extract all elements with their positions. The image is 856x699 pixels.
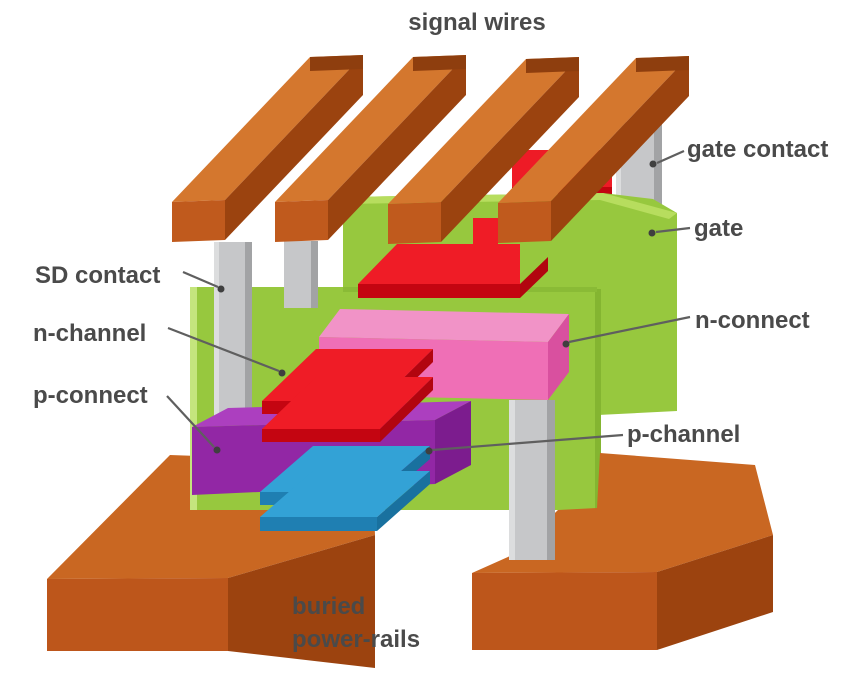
gate-contact-pillar-shade bbox=[654, 122, 662, 215]
label-gate-contact: gate contact bbox=[687, 136, 828, 163]
pillar-left-highlight bbox=[214, 242, 219, 425]
bar3-side-face bbox=[441, 57, 579, 242]
bar2-side-face bbox=[328, 55, 466, 240]
label-buried-line2: power-rails bbox=[292, 626, 420, 653]
gate-leader-line bbox=[655, 226, 691, 234]
p-connect-leader-dot bbox=[213, 446, 221, 454]
bar1-end-face bbox=[310, 55, 363, 71]
bar4-top-face bbox=[498, 56, 689, 203]
labels: signal wires gate contact gate SD contac… bbox=[33, 9, 828, 653]
bar3-top-face bbox=[388, 57, 579, 204]
n-channel-leader-line bbox=[167, 326, 280, 373]
bar1-front-face bbox=[172, 200, 225, 242]
top-red-side-edge bbox=[520, 257, 548, 298]
rail-right-side-face bbox=[657, 535, 773, 650]
label-gate: gate bbox=[694, 215, 743, 242]
n-channel-sheets bbox=[262, 349, 433, 442]
sd-contact-pillar-center bbox=[509, 400, 555, 560]
label-signal-wires: signal wires bbox=[408, 9, 545, 36]
sd-contact-leader-dot bbox=[217, 285, 225, 293]
n-channel-top-sheet bbox=[358, 218, 548, 298]
bar1-top-face bbox=[172, 55, 363, 202]
gate-contact-leader-dot bbox=[649, 160, 657, 168]
top-red-between-bars bbox=[473, 218, 498, 246]
p-channel-leader-dot bbox=[425, 447, 433, 455]
signal-wire-bar-2 bbox=[275, 55, 466, 242]
sd-contact-leader-line bbox=[182, 270, 219, 289]
bar1-side-face bbox=[225, 55, 363, 240]
pillar-left-shade bbox=[245, 242, 252, 425]
bar4-end-face bbox=[636, 56, 689, 72]
n-connect-top-face bbox=[319, 309, 569, 342]
label-p-connect: p-connect bbox=[33, 382, 148, 409]
pillar-mid-face bbox=[284, 241, 318, 308]
bar2-end-face bbox=[413, 55, 466, 71]
top-red-front-edge bbox=[358, 284, 520, 298]
bar4-front-face bbox=[498, 201, 551, 243]
red-sheet2-side bbox=[380, 377, 433, 442]
bar4-side-face bbox=[551, 56, 689, 241]
gate-front-slab-seam bbox=[595, 289, 601, 510]
sd-contact-pillar-left bbox=[214, 242, 252, 425]
p-connect-leader-line bbox=[166, 395, 215, 448]
label-n-channel: n-channel bbox=[33, 320, 146, 347]
red-sheet2-top bbox=[262, 377, 433, 429]
label-n-connect: n-connect bbox=[695, 307, 810, 334]
bar2-top-face bbox=[275, 55, 466, 202]
rail-left-side-face bbox=[228, 535, 375, 668]
p-connect-side-face bbox=[435, 401, 471, 484]
rail-right-front-face bbox=[472, 572, 657, 650]
bar3-front-face bbox=[388, 202, 441, 244]
blue-sheet2-front bbox=[260, 517, 377, 531]
label-p-channel: p-channel bbox=[627, 421, 740, 448]
leader-lines bbox=[166, 149, 691, 455]
signal-wire-bar-1 bbox=[172, 55, 363, 242]
p-channel-leader-line bbox=[431, 433, 624, 452]
red-sheet2-front bbox=[262, 429, 380, 442]
bar3-end-face bbox=[526, 57, 579, 73]
pillar-center-highlight bbox=[509, 400, 515, 560]
n-connect-leader-dot bbox=[562, 340, 570, 348]
blue-sheet2-side bbox=[377, 471, 430, 531]
top-red-face bbox=[358, 244, 520, 284]
n-connect-leader-line bbox=[568, 315, 691, 344]
pillar-center-shade bbox=[547, 400, 555, 560]
n-channel-leader-dot bbox=[278, 369, 286, 377]
blue-sheet2-top bbox=[260, 471, 430, 517]
n-connect-side-face bbox=[548, 314, 569, 400]
gate-leader-dot bbox=[648, 229, 656, 237]
signal-wire-bar-4 bbox=[498, 56, 689, 243]
label-buried-line1: buried bbox=[292, 593, 365, 620]
label-sd-contact: SD contact bbox=[35, 262, 160, 289]
p-channel-sheets bbox=[260, 446, 430, 531]
pillar-center-face bbox=[509, 400, 555, 560]
gate-contact-leader-line bbox=[656, 149, 685, 165]
bar2-front-face bbox=[275, 200, 328, 242]
signal-wire-bar-3 bbox=[388, 57, 579, 244]
sd-contact-pillar-mid bbox=[284, 241, 318, 308]
rail-left-front-face bbox=[47, 578, 228, 651]
pillar-mid-shade bbox=[311, 241, 318, 308]
